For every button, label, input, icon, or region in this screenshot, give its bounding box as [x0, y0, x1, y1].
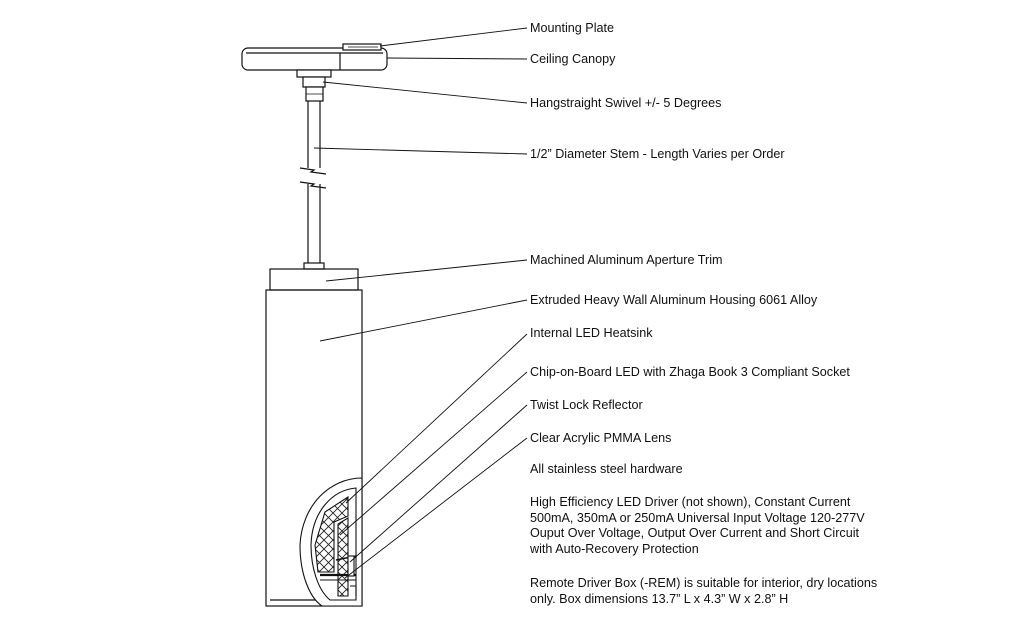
- note-driver-line: 500mA, 350mA or 250mA Universal Input Vo…: [530, 510, 865, 525]
- stem: [299, 101, 327, 270]
- callout-aperture-trim: Machined Aluminum Aperture Trim: [530, 253, 723, 267]
- callout-housing: Extruded Heavy Wall Aluminum Housing 606…: [530, 293, 818, 307]
- callout-mounting-plate: Mounting Plate: [530, 21, 615, 35]
- ceiling-canopy: [241, 43, 388, 71]
- callout-heatsink: Internal LED Heatsink: [530, 326, 653, 340]
- leader-lines: [313, 27, 528, 579]
- note-driver: High Efficiency LED Driver (not shown), …: [530, 495, 865, 557]
- callout-stem: 1/2” Diameter Stem - Length Varies per O…: [530, 147, 785, 161]
- note-remote-driver: Remote Driver Box (-REM) is suitable for…: [530, 576, 877, 607]
- note-driver-line: with Auto-Recovery Protection: [530, 541, 699, 556]
- callout-ceiling-canopy: Ceiling Canopy: [530, 52, 616, 66]
- note-remote-line: Remote Driver Box (-REM) is suitable for…: [530, 576, 878, 590]
- callout-reflector: Twist Lock Reflector: [530, 398, 643, 412]
- note-remote-line: only. Box dimensions 13.7” L x 4.3” W x …: [530, 591, 789, 606]
- swivel: [296, 69, 332, 102]
- note-driver-line: Ouput Over Voltage, Output Over Current …: [530, 526, 859, 540]
- cutaway-detail: [299, 477, 363, 607]
- callout-swivel: Hangstraight Swivel +/- 5 Degrees: [530, 96, 722, 110]
- callout-cob-led: Chip-on-Board LED with Zhaga Book 3 Comp…: [530, 365, 850, 379]
- note-driver-line: High Efficiency LED Driver (not shown), …: [530, 495, 851, 509]
- callout-lens: Clear Acrylic PMMA Lens: [530, 431, 672, 445]
- note-hardware: All stainless steel hardware: [530, 462, 683, 476]
